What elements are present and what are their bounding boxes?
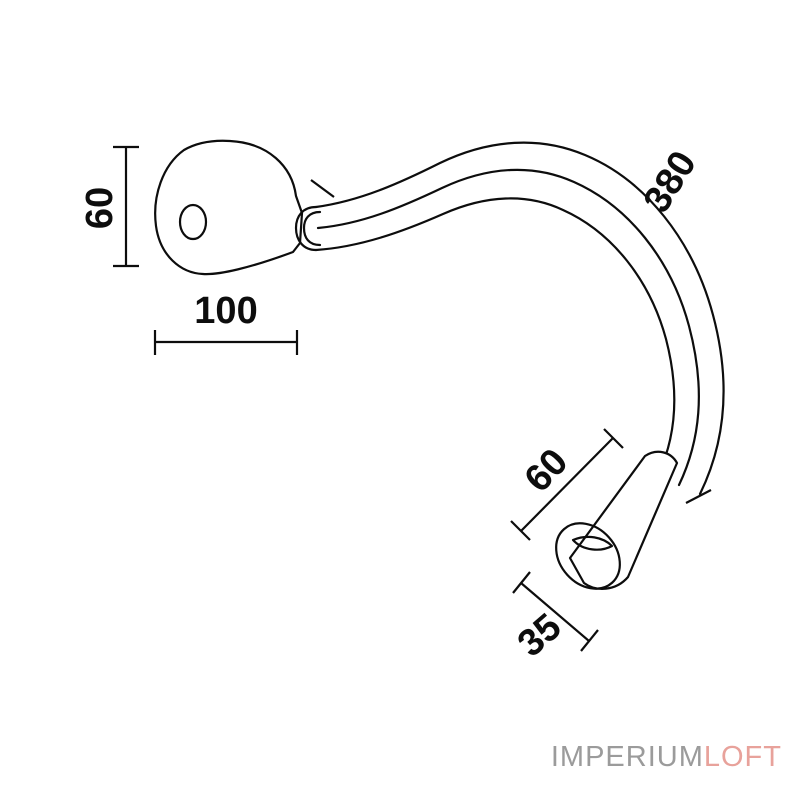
lamp-head-inner-depth-arc	[571, 535, 614, 551]
plate-height-label: 60	[79, 187, 121, 229]
watermark-accent-text: LOFT	[703, 741, 782, 773]
head-length-tick-start	[510, 520, 531, 541]
lamp-head	[555, 450, 679, 590]
head-length-tick-end	[603, 428, 624, 449]
watermark-primary-text: IMPERIUM	[550, 741, 704, 773]
head-length-label: 60	[517, 441, 577, 501]
gooseneck-arm-outer-edge	[314, 141, 725, 496]
head-diameter-dim-line	[520, 582, 590, 642]
mounting-plate	[154, 139, 304, 276]
mounting-plate-body	[154, 139, 304, 276]
arm-length-label: 380	[636, 144, 705, 220]
lamp-head-opening-ellipse	[555, 522, 621, 590]
arm-length-end-tick	[685, 489, 712, 504]
brand-watermark: IMPERIUMLOFT	[551, 741, 782, 774]
swivel-joint-outer-cap	[294, 205, 318, 252]
swivel-joint	[294, 205, 322, 252]
head-length-dim-line	[520, 437, 614, 532]
mounting-plate-hole	[178, 203, 208, 241]
gooseneck-arm	[314, 141, 725, 496]
head-diameter-tick-start	[512, 571, 531, 594]
dimension-plate-width: 100	[153, 290, 299, 355]
plate-width-label: 100	[194, 290, 257, 332]
arm-length-start-tick	[310, 179, 335, 198]
dimension-plate-height: 60	[79, 145, 139, 268]
swivel-joint-inner-cap	[302, 210, 322, 247]
lamp-head-cone-body	[568, 450, 679, 590]
head-diameter-label: 35	[510, 606, 569, 665]
head-diameter-tick-end	[580, 629, 599, 652]
gooseneck-arm-inner-edge	[314, 197, 676, 477]
gooseneck-arm-center-line	[316, 168, 700, 487]
